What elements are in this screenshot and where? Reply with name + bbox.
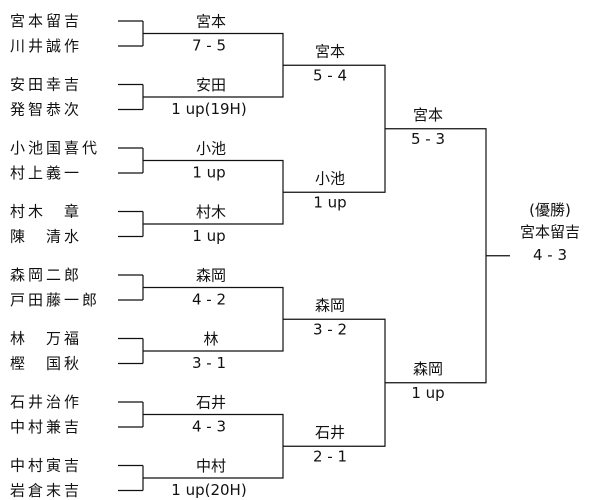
player-name: 発智恭次	[10, 101, 82, 119]
semifinal-results: 宮本 5 - 3 森岡 1 up	[411, 106, 445, 402]
player-name: 村木 章	[10, 203, 82, 221]
round2-connector	[255, 286, 284, 352]
round1-score: 4 - 2	[192, 291, 226, 309]
round2-connector	[255, 32, 284, 98]
round1-score: 1 up(20H)	[171, 481, 246, 499]
round1-score: 7 - 5	[192, 37, 226, 55]
round2-score: 2 - 1	[313, 447, 347, 465]
round2-results: 宮本 5 - 4 小池 1 up 森岡 3 - 2 石井 2 - 1	[313, 42, 347, 465]
round1-score: 1 up(19H)	[171, 100, 246, 118]
player-name: 林 万福	[10, 330, 82, 348]
final-connector	[455, 128, 487, 384]
round2-winner: 森岡	[315, 296, 345, 314]
round2-winner: 石井	[315, 423, 345, 441]
player-name: 安田幸吉	[10, 76, 82, 94]
player-name: 岩倉末吉	[10, 482, 82, 500]
player-name: 川井誠作	[10, 37, 82, 55]
round1-winner: 宮本	[196, 13, 226, 31]
round1-winner: 小池	[196, 140, 226, 158]
round1-winner: 村木	[196, 203, 226, 221]
semifinal-winner: 宮本	[413, 106, 443, 124]
champion-box: (優勝) 宮本留吉 4 - 3	[520, 201, 580, 264]
round2-connector	[255, 413, 284, 479]
player-name: 陳 清水	[10, 228, 82, 246]
round1-winner: 林	[203, 330, 218, 348]
semifinal-score: 1 up	[411, 384, 444, 402]
round2-score: 1 up	[313, 193, 346, 211]
player-name: 村上義一	[10, 164, 82, 182]
player-name: 森岡二郎	[10, 266, 82, 284]
semifinal-connector	[355, 318, 386, 447]
round1-results: 宮本 7 - 5 安田 1 up(19H) 小池 1 up 村木 1 up 森岡 4 - 2 林 3 …	[171, 13, 246, 500]
semifinal-winner: 森岡	[413, 360, 443, 378]
player-name: 戸田藤一郎	[10, 291, 100, 309]
champion-title: (優勝)	[529, 201, 571, 219]
round2-winner: 宮本	[315, 42, 345, 60]
semifinal-score: 5 - 3	[411, 130, 445, 148]
player-name: 樫 国秋	[10, 355, 82, 373]
champion-name: 宮本留吉	[520, 223, 580, 241]
round2-score: 5 - 4	[313, 66, 347, 84]
player-name: 宮本留吉	[10, 12, 82, 30]
player-name: 小池国喜代	[10, 139, 100, 157]
round1-winner: 石井	[196, 394, 226, 412]
player-name: 中村寅吉	[10, 457, 82, 475]
round2-connector	[255, 159, 284, 225]
round1-score: 3 - 1	[192, 354, 226, 372]
round1-winner: 森岡	[196, 267, 226, 285]
round1-score: 4 - 3	[192, 418, 226, 436]
bracket-lines	[118, 20, 510, 492]
final-score: 4 - 3	[533, 246, 567, 264]
round2-winner: 小池	[315, 169, 345, 187]
round1-winner: 中村	[196, 457, 226, 475]
player-name: 中村兼吉	[10, 418, 82, 436]
round1-score: 1 up	[192, 227, 225, 245]
round1-score: 1 up	[192, 164, 225, 182]
round2-score: 3 - 2	[313, 320, 347, 338]
round1-winner: 安田	[196, 76, 226, 94]
player-name: 石井治作	[10, 393, 82, 411]
semifinal-connector	[355, 64, 386, 193]
